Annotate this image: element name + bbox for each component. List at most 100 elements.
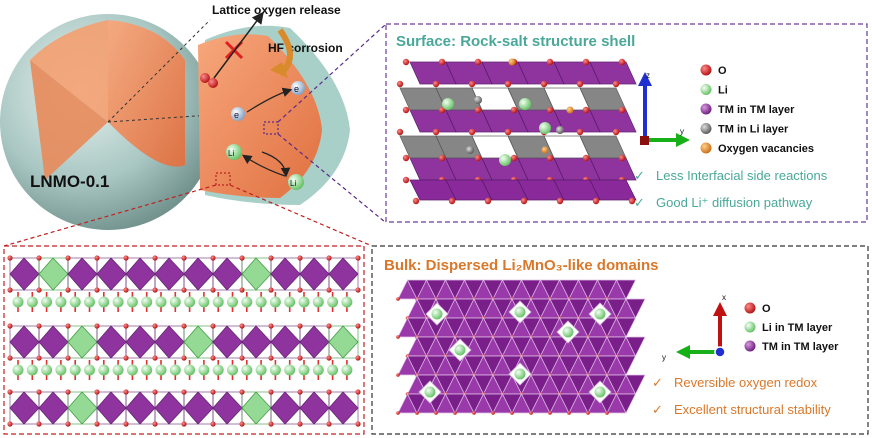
bulk-panel: Bulk: Dispersed Li₂MnO₃-like domains x y…	[371, 245, 869, 435]
li-atom	[26, 364, 38, 376]
benefit-item: ✓Good Li⁺ diffusion pathway	[634, 195, 813, 211]
li-atom	[594, 386, 606, 398]
oxygen-atom	[510, 411, 514, 415]
oxygen-atom	[65, 421, 71, 427]
li-atom	[26, 296, 38, 308]
legend-item: TM in TM layer	[700, 103, 795, 116]
oxygen-atom	[396, 80, 404, 88]
oxygen-atom	[210, 421, 216, 427]
release-arrow	[213, 11, 264, 79]
li-atom	[519, 98, 531, 110]
oxygen-atom	[7, 421, 13, 427]
oxygen-atom	[605, 411, 609, 415]
li-atom	[298, 296, 310, 308]
check-icon: ✓	[634, 169, 645, 184]
legend-item: Oxygen vacancies	[700, 142, 814, 155]
oxygen-atom	[152, 421, 158, 427]
check-icon: ✓	[652, 376, 663, 391]
li-atom	[327, 364, 339, 376]
sphere-core-face	[30, 20, 108, 122]
oxygen-atom	[510, 106, 518, 114]
oxygen-atom	[152, 255, 158, 261]
li-atom	[141, 296, 153, 308]
oxygen-atom	[239, 323, 245, 329]
oxygen-atom	[65, 389, 71, 395]
oxygen-atom	[94, 421, 100, 427]
oxygen-atom	[510, 154, 518, 162]
oxygen-atom	[268, 389, 274, 395]
oxygen-atom	[94, 255, 100, 261]
electron-outer	[291, 81, 305, 95]
oxygen-atom	[355, 323, 361, 329]
check-icon: ✓	[634, 196, 645, 211]
li-atom	[454, 344, 466, 356]
li-atom	[298, 364, 310, 376]
li-atom	[431, 308, 443, 320]
oxygen-atom	[36, 389, 42, 395]
oxygen-atom	[181, 255, 187, 261]
li-atom	[84, 296, 95, 308]
oxygen-atom	[208, 78, 218, 88]
oxygen-atom	[297, 255, 303, 261]
oxygen-atom	[94, 323, 100, 329]
oxygen-atom	[239, 389, 245, 395]
oxygen-atom	[268, 287, 274, 293]
oxygen-atom	[7, 323, 13, 329]
oxygen-atom	[123, 323, 129, 329]
oxygen-atom	[65, 323, 71, 329]
oxygen-atom	[592, 197, 600, 205]
oxygen-atom	[618, 58, 626, 66]
li-ion-outer	[288, 174, 304, 190]
oxygen-atom	[94, 287, 100, 293]
legend-label: O	[762, 303, 771, 315]
oxygen-atom	[434, 411, 438, 415]
oxygen-atom	[181, 355, 187, 361]
legend-item: O	[744, 302, 771, 315]
tm-octahedron	[615, 355, 637, 376]
oxygen-atom	[355, 287, 361, 293]
li-atom	[284, 296, 296, 308]
surface-axes: z y	[638, 71, 690, 147]
legend-item: TM in Li layer	[700, 123, 789, 136]
oxygen-atom	[438, 58, 446, 66]
li-atom	[539, 122, 551, 134]
oxygen-atom	[326, 421, 332, 427]
oxygen-atom	[94, 355, 100, 361]
oxygen-atom	[239, 355, 245, 361]
oxygen-atom	[268, 421, 274, 427]
oxygen-atom	[355, 355, 361, 361]
tm-octahedron	[615, 279, 637, 300]
sphere-core-cutaway	[108, 20, 185, 167]
oxygen-atom	[239, 421, 245, 427]
oxygen-atom	[396, 297, 400, 301]
benefit-text: Less Interfacial side reactions	[656, 168, 828, 183]
legend-item: Li	[700, 84, 728, 97]
oxygen-atom	[239, 255, 245, 261]
oxygen-atom	[474, 154, 482, 162]
electron-inner-label: e	[234, 110, 239, 120]
oxygen-atom	[210, 323, 216, 329]
oxygen-atom	[396, 411, 400, 415]
oxygen-atom	[546, 154, 554, 162]
li-atom	[198, 364, 210, 376]
li-atom	[514, 306, 526, 318]
oxygen-atom	[181, 287, 187, 293]
oxygen-atom	[472, 411, 476, 415]
electron-inner	[231, 107, 245, 121]
oxygen-atom	[402, 106, 410, 114]
legend-swatch	[700, 84, 712, 95]
legend-swatch	[700, 103, 712, 115]
oxygen-atom	[36, 255, 42, 261]
oxygen-atom	[402, 176, 410, 184]
legend-swatch	[744, 321, 756, 333]
oxygen-atom	[432, 128, 440, 136]
li-atom	[112, 296, 124, 308]
rock-salt-crystal	[396, 58, 637, 205]
li-atom	[55, 364, 67, 376]
tm-in-li-atom	[466, 146, 474, 154]
oxygen-atom	[586, 411, 590, 415]
li-atom	[424, 386, 436, 398]
li-layer-octahedron	[579, 87, 627, 111]
electron-arrow	[246, 87, 293, 113]
